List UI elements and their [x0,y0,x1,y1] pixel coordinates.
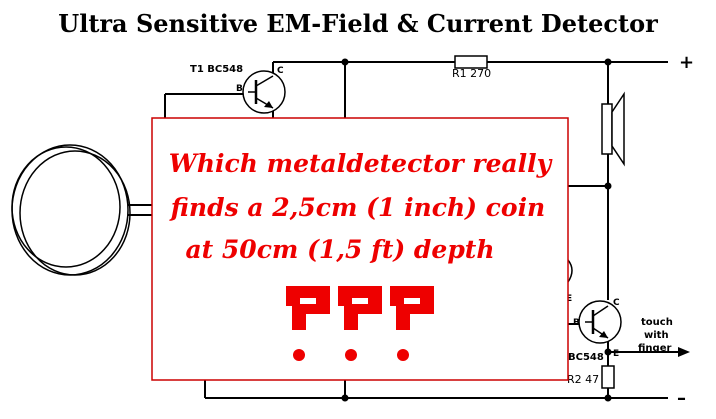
touch-note-line-1: touch [641,317,673,328]
t1-pin-e-partial: E [566,294,572,304]
hidden-component-arc [567,259,573,283]
overlay-line-3: at 50cm (1,5 ft) depth [185,235,494,264]
junction-dot [604,394,612,402]
speaker-icon [601,91,625,167]
question-overlay-box [151,117,569,381]
junction-dot [604,58,612,66]
touch-note-line-3: finger [638,343,671,354]
junction-dot [604,182,612,190]
diagram-title: Ultra Sensitive EM-Field & Current Detec… [58,9,658,38]
question-mark-icon [338,286,382,361]
overlay-line-2: finds a 2,5cm (1 inch) coin [169,193,546,222]
question-mark-icon [286,286,330,361]
junction-dot [604,348,612,356]
junction-dot [341,58,349,66]
t2-pin-e: E [613,349,619,359]
search-coil-icon [11,144,131,276]
r1-resistor-icon [454,55,488,69]
output-arrow-icon [678,347,690,357]
question-mark-icon [390,286,434,361]
junction-dot [341,394,349,402]
touch-note-line-2: with [644,330,669,341]
overlay-line-1: Which metaldetector really [169,149,553,178]
r2-label: R2 47 [567,373,599,386]
minus-terminal: – [677,388,686,409]
t1-pin-c: C [277,66,284,76]
r2-resistor-icon [601,365,615,389]
t1-emitter-arrow-icon [264,101,273,108]
t2-label: BC548 [568,352,604,363]
t2-pin-b: B [573,318,580,328]
t1-transistor-icon [242,70,286,114]
t2-pin-c: C [613,298,620,308]
t1-pin-b: B [236,84,243,94]
question-marks [286,286,434,361]
junction-dots [341,58,612,402]
r1-label: R1 270 [452,67,491,80]
t1-label: T1 BC548 [190,64,243,75]
t2-emitter-arrow-icon [599,331,608,338]
plus-terminal: + [679,52,694,73]
